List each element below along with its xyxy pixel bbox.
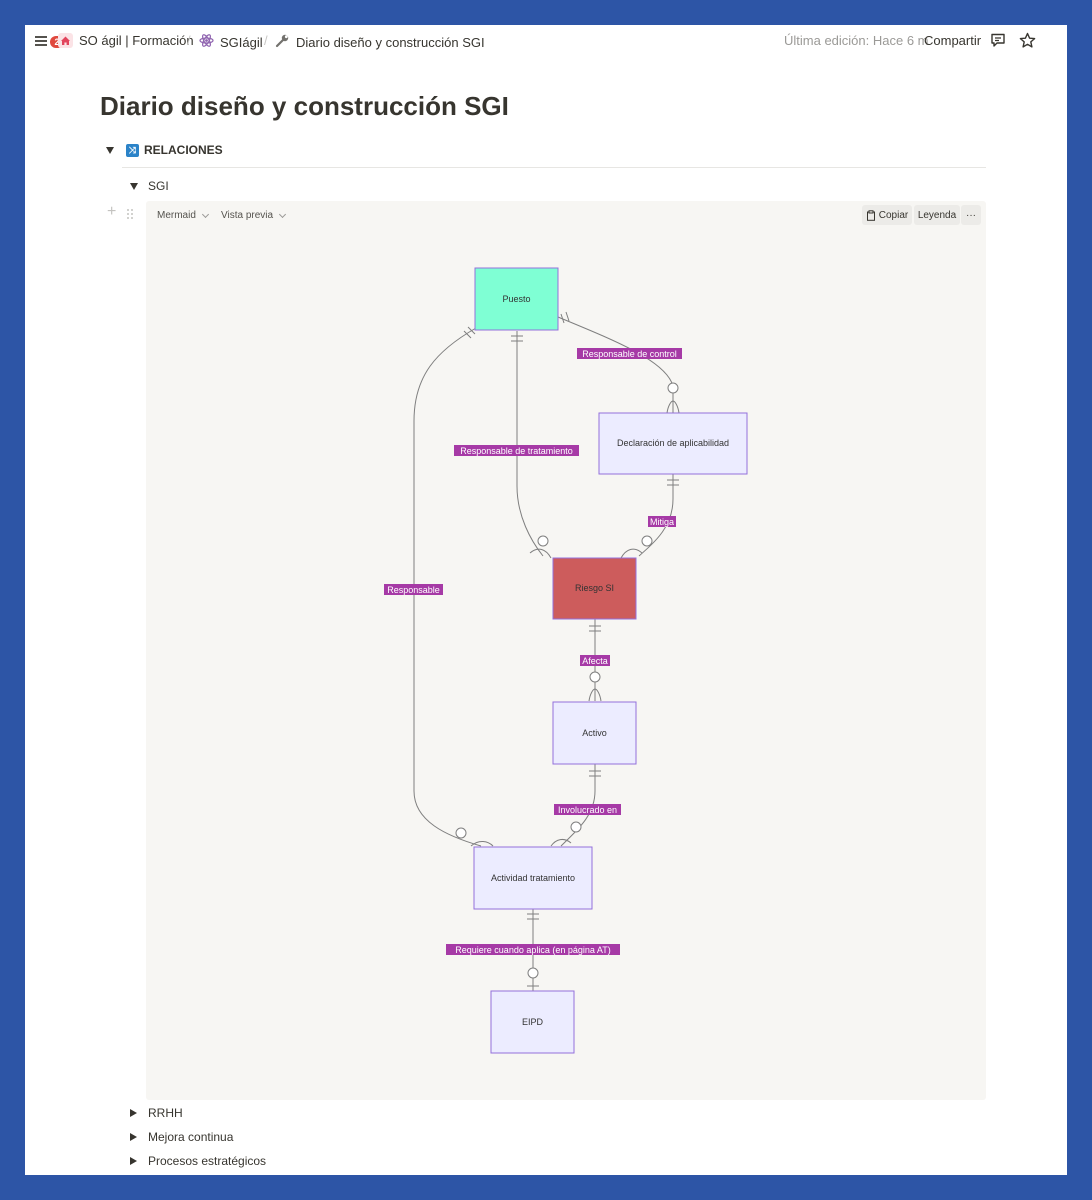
language-select[interactable]: Mermaid <box>157 210 209 221</box>
edge-label-text: Requiere cuando aplica (en página AT) <box>455 945 610 955</box>
toggle-expanded-icon[interactable] <box>106 146 114 154</box>
node-activo: Activo <box>552 701 637 765</box>
node-riesgo: Riesgo SI <box>552 557 637 620</box>
breadcrumb-label: SGIágil <box>220 34 263 50</box>
cardinality-circle <box>537 535 549 547</box>
node-label: Declaración de aplicabilidad <box>617 438 729 448</box>
edge-responsable-tratamiento <box>516 331 544 557</box>
edge-label-text: Afecta <box>582 656 608 666</box>
add-block-icon[interactable]: + <box>107 203 117 220</box>
toggle-collapsed-icon[interactable] <box>130 1133 137 1141</box>
drag-handle-icon[interactable] <box>126 207 134 225</box>
toggle-mejora-continua[interactable]: Mejora continua <box>130 1130 233 1144</box>
edge-label-text: Responsable <box>387 585 440 595</box>
breadcrumb-item-current-page[interactable]: Diario diseño y construcción SGI <box>275 33 485 51</box>
breadcrumb-item-sgiagil[interactable]: SGIágil <box>199 33 263 51</box>
breadcrumb-label: SO ágil | Formación <box>79 33 194 48</box>
page-title: Diario diseño y construcción SGI <box>100 91 509 121</box>
edge-label-requiere: Requiere cuando aplica (en página AT) <box>446 944 620 955</box>
home-icon <box>58 33 73 48</box>
node-label: Riesgo SI <box>575 583 614 593</box>
node-label: EIPD <box>522 1017 544 1027</box>
breadcrumb-separator: / <box>264 33 268 48</box>
er-diagram: Puesto Declaración de aplicabilidad Ries… <box>384 267 748 1054</box>
cardinality-circle <box>641 535 653 547</box>
toggle-label: Procesos estratégicos <box>148 1154 267 1168</box>
breadcrumb-item-workspace[interactable]: SO ágil | Formación <box>58 33 194 48</box>
mermaid-code-block: Mermaid Vista previa Copiar Leyenda ··· <box>146 201 986 1100</box>
atom-icon <box>199 33 214 51</box>
edge-involucrado <box>560 764 596 847</box>
copy-button[interactable]: Copiar <box>862 205 912 225</box>
copy-label: Copiar <box>878 209 909 221</box>
edge-label-involucrado: Involucrado en <box>554 804 621 815</box>
edge-label-text: Responsable de tratamiento <box>460 446 573 456</box>
node-label: Puesto <box>502 294 530 304</box>
edge-mitiga <box>638 474 674 557</box>
divider <box>122 167 986 168</box>
cardinality-circle <box>667 382 679 394</box>
breadcrumb-label: Diario diseño y construcción SGI <box>296 34 485 50</box>
subsection-heading: SGI <box>148 179 169 193</box>
node-puesto: Puesto <box>474 267 559 331</box>
node-label: Actividad tratamiento <box>491 873 575 883</box>
toggle-relaciones[interactable]: ⤨ RELACIONES <box>106 143 223 157</box>
shuffle-icon: ⤨ <box>126 143 139 157</box>
cardinality-circle <box>527 967 539 979</box>
last-edit-text: Última edición: Hace 6 m <box>784 33 929 48</box>
node-actividad: Actividad tratamiento <box>473 846 593 910</box>
cardinality-circle <box>589 671 601 683</box>
edge-responsable <box>413 327 482 847</box>
toggle-procesos-estrategicos[interactable]: Procesos estratégicos <box>130 1154 266 1168</box>
breadcrumb-separator: / <box>187 33 191 48</box>
section-heading: RELACIONES <box>144 143 223 157</box>
edge-label-responsable: Responsable <box>384 584 443 595</box>
edge-label-text: Involucrado en <box>558 805 617 815</box>
edge-responsable-control <box>557 316 674 413</box>
toggle-expanded-icon[interactable] <box>130 182 138 190</box>
top-bar: 2 SO ágil | Formación / SGIágil / <box>25 25 1067 57</box>
star-icon[interactable] <box>1019 32 1036 52</box>
toggle-label: RRHH <box>148 1106 183 1120</box>
more-options-button[interactable]: ··· <box>961 205 981 225</box>
cardinality-circle <box>455 827 467 839</box>
language-label: Mermaid <box>157 210 196 221</box>
wrench-icon <box>275 33 290 51</box>
app-window: 2 SO ágil | Formación / SGIágil / <box>25 25 1067 1175</box>
edge-label-responsable-control: Responsable de control <box>577 348 682 359</box>
node-declaracion: Declaración de aplicabilidad <box>598 412 748 475</box>
share-button[interactable]: Compartir <box>924 33 982 48</box>
edge-label-text: Mitiga <box>650 517 674 527</box>
node-label: Activo <box>582 728 607 738</box>
clipboard-icon <box>866 209 875 221</box>
edge-label-responsable-tratamiento: Responsable de tratamiento <box>454 445 579 456</box>
comment-icon[interactable] <box>990 32 1006 51</box>
toggle-label: Mejora continua <box>148 1130 234 1144</box>
legend-button[interactable]: Leyenda <box>914 205 960 225</box>
toggle-sgi[interactable]: SGI <box>130 179 169 193</box>
edge-label-text: Responsable de control <box>582 349 677 359</box>
view-mode-label: Vista previa <box>221 210 274 221</box>
sidebar-menu-button[interactable]: 2 <box>33 32 64 50</box>
cardinality-circle <box>570 821 582 833</box>
view-mode-select[interactable]: Vista previa <box>221 210 287 221</box>
toggle-collapsed-icon[interactable] <box>130 1109 137 1117</box>
edge-label-mitiga: Mitiga <box>648 516 676 527</box>
edge-label-afecta: Afecta <box>580 655 610 666</box>
toggle-rrhh[interactable]: RRHH <box>130 1106 183 1120</box>
node-eipd: EIPD <box>490 990 575 1054</box>
toggle-collapsed-icon[interactable] <box>130 1157 137 1165</box>
